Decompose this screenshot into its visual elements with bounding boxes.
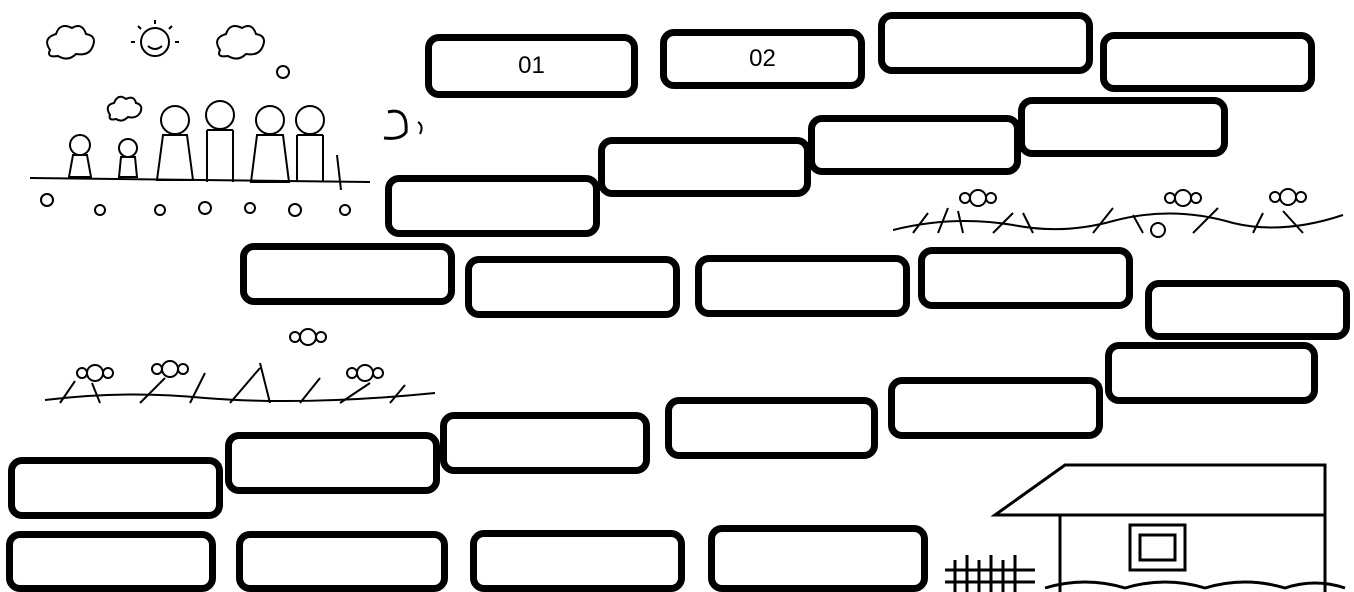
board-cell-18[interactable] xyxy=(225,432,440,494)
board-cell-14[interactable] xyxy=(1105,342,1318,404)
board-cell-08[interactable] xyxy=(385,175,600,237)
board-cell-04[interactable] xyxy=(1100,32,1315,92)
grass-icon xyxy=(893,208,1343,233)
family-icon xyxy=(30,101,370,190)
grass-flowers-left xyxy=(40,325,440,410)
board-cell-15[interactable] xyxy=(888,377,1103,439)
board-cell-13[interactable] xyxy=(1145,280,1350,340)
board-cell-06[interactable] xyxy=(808,115,1021,175)
board-cell-22[interactable] xyxy=(470,530,685,592)
board-cell-09[interactable] xyxy=(240,243,455,305)
board-cell-17[interactable] xyxy=(440,412,650,474)
board-cell-11[interactable] xyxy=(695,255,910,317)
house-icon xyxy=(945,460,1350,592)
board-cell-05[interactable] xyxy=(1018,97,1228,157)
grass-flowers-right xyxy=(893,185,1348,245)
board-cell-16[interactable] xyxy=(665,397,878,459)
board-cell-07[interactable] xyxy=(598,137,811,197)
board-cell-23[interactable] xyxy=(708,525,928,592)
board-cell-10[interactable] xyxy=(465,256,680,318)
sun-icon xyxy=(131,20,179,56)
board-cell-01[interactable]: 01 xyxy=(425,34,638,98)
board-cell-20[interactable] xyxy=(6,531,216,592)
board-cell-19[interactable] xyxy=(8,457,223,519)
flower-icon xyxy=(77,329,383,381)
flower-icon xyxy=(41,66,350,216)
board-cell-02[interactable]: 02 xyxy=(660,29,865,89)
board-cell-12[interactable] xyxy=(918,247,1133,309)
family-illustration xyxy=(25,20,375,220)
board-cell-21[interactable] xyxy=(236,531,448,592)
board-cell-03[interactable] xyxy=(878,12,1093,74)
